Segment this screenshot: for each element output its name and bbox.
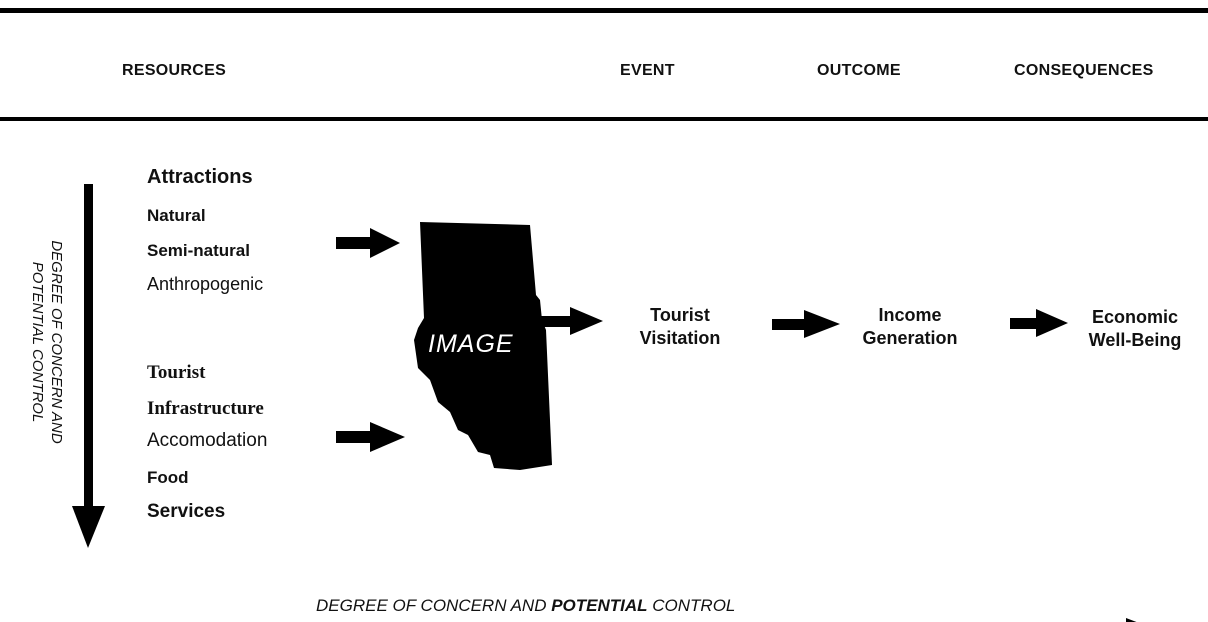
outcome-line1: Income [878,305,942,325]
consequence-line2: Well-Being [1088,330,1182,350]
vertical-axis-line2: POTENTIAL CONTROL [29,261,46,423]
attraction-semi-natural: Semi-natural [147,241,250,260]
attraction-anthropogenic: Anthropogenic [147,274,264,294]
infrastructure-services: Services [147,501,226,522]
attraction-natural: Natural [147,206,206,225]
image-label: IMAGE [428,330,514,358]
vertical-axis-arrow [72,184,105,548]
income-to-wellbeing-arrow [1010,309,1068,337]
infrastructure-to-image-arrow [336,422,405,452]
attractions-to-image-arrow [336,228,400,258]
image-map-shape [414,222,552,470]
header-outcome: OUTCOME [817,62,901,79]
header-rule [0,117,1208,121]
horizontal-axis-label: DEGREE OF CONCERN AND POTENTIAL CONTROL [316,596,735,616]
image-to-visitation-arrow [540,307,603,335]
header-resources: RESOURCES [122,62,227,79]
top-rule [0,8,1208,13]
infrastructure-accomodation: Accomodation [147,430,268,451]
event-line2: Visitation [639,328,721,348]
consequence-economic-well-being: Economic Well-Being [1070,306,1200,352]
infrastructure-title-line1: Tourist [147,362,206,383]
vertical-axis-line1: DEGREE OF CONCERN AND [48,240,65,444]
horizontal-axis-part2: POTENTIAL [551,596,648,615]
consequence-line1: Economic [1091,307,1179,327]
horizontal-axis-part3: CONTROL [647,596,736,615]
event-line1: Tourist [650,305,710,325]
vertical-axis-label: DEGREE OF CONCERN AND POTENTIAL CONTROL [22,192,72,492]
attractions-title: Attractions [147,166,253,188]
event-tourist-visitation: Tourist Visitation [620,304,740,350]
outcome-income-generation: Income Generation [845,304,975,350]
header-event: EVENT [620,62,675,79]
infrastructure-food: Food [147,468,189,487]
infrastructure-title-line2: Infrastructure [147,398,264,419]
horizontal-axis-arrow [1126,618,1137,622]
visitation-to-income-arrow [772,310,840,338]
horizontal-axis-part1: DEGREE OF CONCERN AND [316,596,552,615]
outcome-line2: Generation [862,328,958,348]
header-consequences: CONSEQUENCES [1014,62,1154,79]
